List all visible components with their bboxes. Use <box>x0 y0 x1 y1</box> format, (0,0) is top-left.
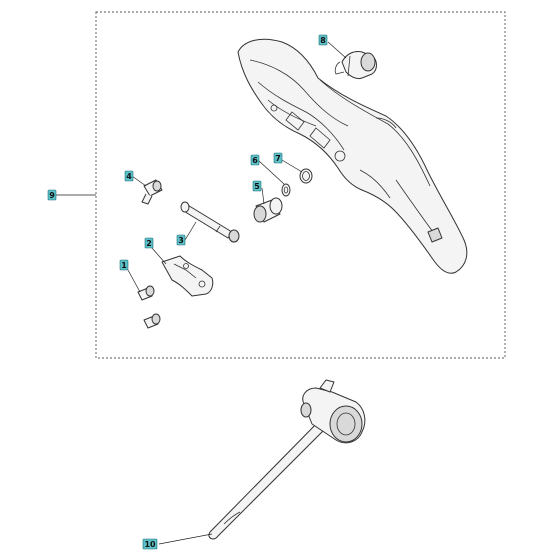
clip-part-8 <box>334 51 377 79</box>
callout-8-badge <box>318 34 328 46</box>
callout-2-badge <box>144 237 154 249</box>
callout-5: 5 <box>252 180 262 192</box>
leader-10 <box>158 533 213 545</box>
shaft-part-3 <box>180 201 240 243</box>
screw-part-1-lower <box>143 313 161 329</box>
leader-2 <box>151 247 167 265</box>
bushing-part-5 <box>253 197 283 223</box>
screw-part-1-upper <box>137 285 155 301</box>
oring-part-7 <box>299 168 313 184</box>
leader-lines <box>56 41 347 545</box>
washer-part-6 <box>281 183 291 197</box>
callout-10: 10 <box>142 538 158 550</box>
callout-7: 7 <box>273 152 283 164</box>
leader-4 <box>131 175 147 187</box>
callout-6: 6 <box>250 154 260 166</box>
callout-9-label: 9 <box>49 191 55 200</box>
callout-2: 2 <box>144 237 154 249</box>
bracket-part-2 <box>161 255 214 297</box>
leader-6 <box>257 159 285 185</box>
callout-3-badge <box>176 234 186 246</box>
combination-wrench-part-10 <box>208 379 366 540</box>
callout-7-label: 7 <box>275 154 281 163</box>
leader-1 <box>127 269 141 293</box>
callout-6-label: 6 <box>252 156 258 165</box>
kit-boundary-box <box>95 11 506 359</box>
callout-1: 1 <box>119 259 129 271</box>
callout-4-label: 4 <box>126 172 132 181</box>
callout-9: 9 <box>47 189 57 201</box>
callout-10-label: 10 <box>144 540 156 549</box>
callout-5-badge <box>252 180 262 192</box>
leader-3 <box>184 221 197 241</box>
callout-5-label: 5 <box>254 182 260 191</box>
callout-4: 4 <box>124 170 134 182</box>
leader-7 <box>281 159 303 173</box>
callout-7-badge <box>273 152 283 164</box>
callout-3-label: 3 <box>178 236 184 245</box>
fitting-part-4 <box>141 179 163 205</box>
callout-6-badge <box>250 154 260 166</box>
leader-8 <box>327 41 347 59</box>
callout-4-badge <box>124 170 134 182</box>
callout-1-badge <box>119 259 129 271</box>
callout-2-label: 2 <box>146 239 152 248</box>
callout-8: 8 <box>318 34 328 46</box>
callout-8-label: 8 <box>320 36 326 45</box>
callout-3: 3 <box>176 234 186 246</box>
callout-9-badge <box>47 189 57 201</box>
callout-1-label: 1 <box>121 261 127 270</box>
leader-5 <box>261 187 265 205</box>
clutch-cover-part <box>237 38 468 274</box>
callout-10-badge <box>142 538 158 550</box>
